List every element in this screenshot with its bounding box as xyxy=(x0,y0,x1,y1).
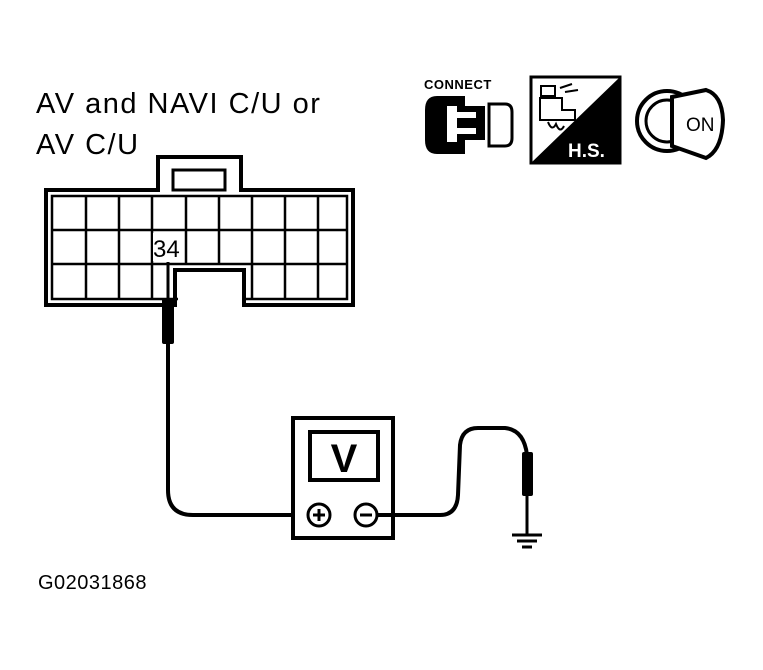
connector-latch xyxy=(171,168,227,192)
figure-id: G02031868 xyxy=(38,572,148,594)
connector-title-line-2: AV C/U xyxy=(36,129,140,161)
negative-probe xyxy=(377,426,542,549)
svg-text:H.S.: H.S. xyxy=(568,141,605,162)
voltmeter: V xyxy=(291,416,395,540)
svg-text:ON: ON xyxy=(686,115,715,136)
positive-probe xyxy=(162,262,310,517)
ignition-key-on-icon: ON xyxy=(635,87,726,161)
harness-side-icon: H.S. xyxy=(529,75,622,165)
pin-34-label: 34 xyxy=(153,236,180,263)
connect-icon: CONNECT xyxy=(424,77,514,154)
voltmeter-display: V xyxy=(331,437,358,481)
connector-cavity-grid xyxy=(50,194,349,301)
connector: 34 xyxy=(44,155,355,307)
connector-title-line-1: AV and NAVI C/U or xyxy=(36,88,322,120)
svg-text:CONNECT: CONNECT xyxy=(424,77,492,92)
